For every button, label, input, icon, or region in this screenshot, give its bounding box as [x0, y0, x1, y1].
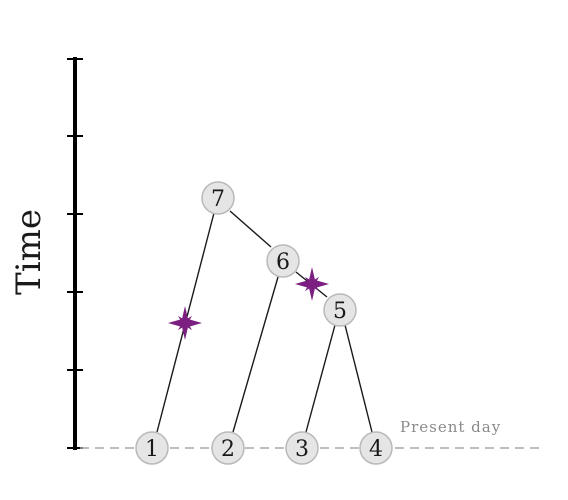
tree-node: 1: [135, 431, 169, 465]
tree-node: 7: [201, 181, 235, 215]
tree-node: 3: [285, 431, 319, 465]
node-label: 5: [333, 299, 347, 324]
tree-node: 4: [359, 431, 393, 465]
node-label: 2: [221, 437, 235, 462]
tree-node: 6: [266, 244, 300, 278]
node-label: 3: [295, 437, 309, 462]
edge-6-2: [232, 276, 279, 433]
node-label: 1: [145, 437, 159, 462]
node-label: 6: [276, 250, 290, 275]
tree-node: 5: [323, 293, 357, 327]
edge-5-3: [305, 324, 336, 433]
axis-title: Time: [9, 209, 49, 295]
mutation-star-icon: [168, 306, 202, 340]
tree-node: 2: [211, 431, 245, 465]
edge-7-6: [229, 210, 272, 248]
node-label: 7: [211, 187, 225, 212]
node-label: 4: [369, 437, 383, 462]
present-day-label: Present day: [400, 418, 501, 436]
mutation-star-icon: [295, 267, 329, 301]
edge-5-4: [344, 324, 373, 433]
